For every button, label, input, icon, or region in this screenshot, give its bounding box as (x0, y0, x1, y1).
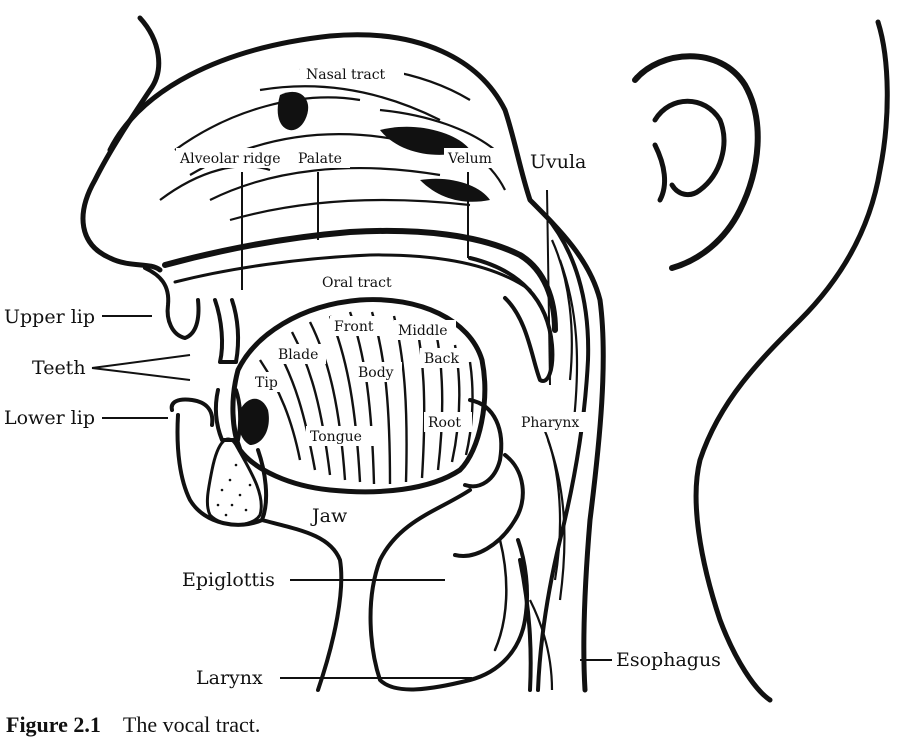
ear-lobe (652, 142, 668, 203)
esophagus-tube (518, 558, 533, 692)
jaw-bone-dots (216, 463, 252, 517)
caption-number: Figure 2.1 (6, 712, 101, 737)
jaw-bone (205, 437, 263, 527)
label-velum: Velum (447, 151, 492, 167)
label-esophagus: Esophagus (616, 649, 721, 671)
ear-outer (632, 53, 761, 271)
face-profile (80, 15, 163, 273)
lower-lip (169, 397, 215, 427)
label-lower-lip: Lower lip (4, 407, 95, 429)
neck-front (260, 518, 344, 692)
nasal-tract-dark-blobs (277, 91, 490, 202)
label-back: Back (424, 351, 459, 367)
label-palate: Palate (298, 151, 342, 167)
hard-palate (162, 227, 558, 333)
palate-inner (173, 253, 532, 292)
caption-text: The vocal tract. (122, 712, 261, 737)
label-teeth: Teeth (32, 357, 86, 379)
larynx-inner (493, 538, 508, 652)
head-upper-outline (107, 32, 606, 693)
label-root: Root (428, 415, 461, 431)
velum-curve (468, 256, 555, 383)
larynx-tube (368, 488, 530, 692)
label-blade: Blade (278, 347, 318, 363)
back-of-neck (693, 19, 890, 703)
epiglottis-shape (453, 453, 525, 558)
figure-caption: Figure 2.1 The vocal tract. (6, 712, 260, 742)
tongue-outline (230, 297, 488, 495)
tongue-root (463, 398, 504, 489)
pharynx-wall (536, 213, 591, 692)
ear-inner (652, 98, 727, 198)
label-front: Front (334, 319, 374, 335)
label-uvula: Uvula (530, 151, 586, 173)
label-upper-lip: Upper lip (4, 306, 95, 328)
label-jaw: Jaw (310, 505, 348, 527)
label-pharynx: Pharynx (521, 415, 579, 431)
label-alveolar-ridge: Alveolar ridge (179, 151, 281, 167)
label-larynx: Larynx (196, 667, 263, 689)
upper-teeth (213, 298, 241, 364)
label-tongue: Tongue (310, 429, 362, 445)
label-body: Body (358, 365, 394, 381)
pharynx-shading (529, 239, 579, 691)
label-middle: Middle (398, 323, 448, 339)
label-epiglottis: Epiglottis (182, 569, 275, 591)
tongue-tip-dark (238, 398, 269, 445)
pointer-lines (91, 172, 612, 679)
upper-lip (143, 266, 201, 340)
label-oral-tract: Oral tract (322, 275, 392, 291)
label-nasal-tract: Nasal tract (306, 67, 386, 83)
label-tip: Tip (255, 375, 278, 391)
